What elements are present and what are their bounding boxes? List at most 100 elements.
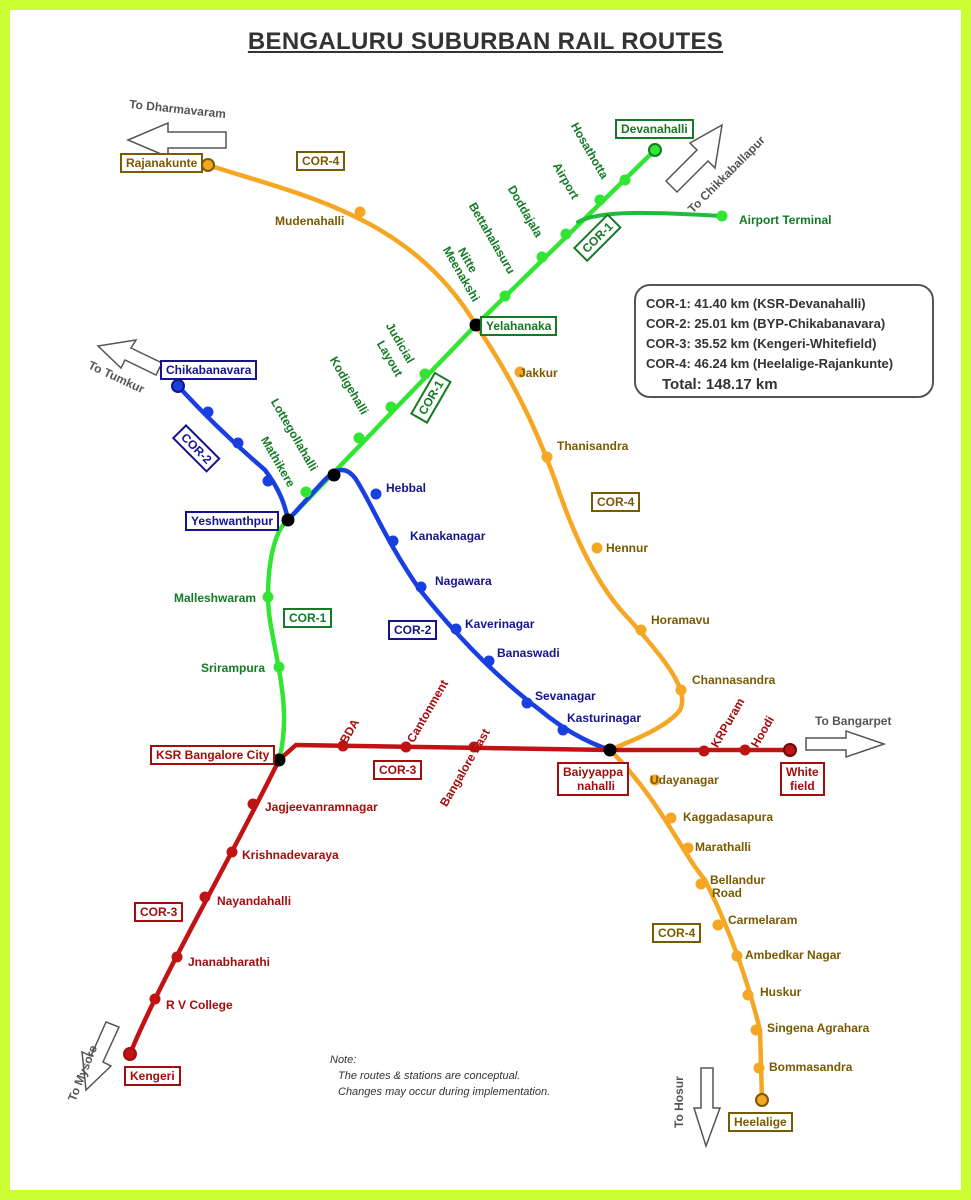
station-dot (514, 366, 526, 378)
station-dot (753, 1062, 765, 1074)
station-kaverinagar: Kaverinagar (465, 617, 535, 631)
page-title: BENGALURU SUBURBAN RAIL ROUTES (247, 28, 724, 55)
station-jagjeevanramnagar: Jagjeevanramnagar (265, 800, 378, 814)
station-dot (400, 741, 412, 753)
whitefield-line2: field (790, 779, 815, 793)
arrow-mysore-icon (81, 1021, 121, 1092)
arrow-dharmavaram-icon (126, 121, 227, 159)
station-dot (649, 774, 661, 786)
label-to-bangarpet: To Bangarpet (815, 714, 892, 728)
interchange-dot (469, 318, 483, 332)
station-kasturinagar: Kasturinagar (567, 711, 642, 725)
label-to-hosur: To Hosur (672, 1076, 686, 1128)
station-dots (123, 143, 797, 1107)
terminal-dot (648, 143, 662, 157)
station-singena-agrahara: Singena Agrahara (767, 1021, 870, 1035)
station-dot (712, 919, 724, 931)
station-dot (675, 684, 687, 696)
note-line2: Changes may occur during implementation. (338, 1086, 551, 1098)
station-dot (739, 744, 751, 756)
station-dot (262, 591, 274, 603)
station-dot (226, 846, 238, 858)
terminal-dot (755, 1093, 769, 1107)
station-dot (387, 535, 399, 547)
station-dot (483, 655, 495, 667)
station-channasandra: Channasandra (692, 673, 776, 687)
station-dot (232, 437, 244, 449)
station-dot (594, 194, 606, 206)
station-dot (536, 251, 548, 263)
station-mudenahalli: Mudenahalli (275, 214, 345, 228)
route-length-legend: COR-1: 41.40 km (KSR-Devanahalli) COR-2:… (634, 284, 934, 398)
station-sevanagar: Sevanagar (535, 689, 596, 703)
station-dot (337, 740, 349, 752)
station-kaggadasapura: Kaggadasapura (683, 810, 774, 824)
legend-total: Total: 148.17 km (662, 376, 778, 393)
station-dot (262, 475, 274, 487)
terminal-kengeri: Kengeri (124, 1066, 181, 1086)
terminal-rajanakunte: Rajanakunte (120, 153, 204, 173)
interchange-dot (272, 753, 286, 767)
legend-row-cor4: COR-4: 46.24 km (Heelalige-Rajankunte) (646, 356, 894, 371)
interchange-dot (281, 513, 295, 527)
station-dot (560, 228, 572, 240)
arrow-bangarpet-icon (805, 729, 887, 759)
terminal-dot (201, 158, 215, 172)
tag-cor1-low: COR-1 (283, 608, 333, 628)
station-dot (247, 798, 259, 810)
route-cor2 (175, 383, 613, 753)
station-carmelaram: Carmelaram (728, 913, 798, 927)
arrow-hosur-icon (692, 1067, 722, 1149)
tag-cor3-mid: COR-3 (373, 760, 423, 780)
station-rv-college: R V College (166, 998, 233, 1012)
station-dot (557, 724, 569, 736)
tag-cor4-right: COR-4 (591, 492, 641, 512)
station-dot (149, 993, 161, 1005)
terminal-dot (123, 1047, 137, 1061)
terminal-dot (783, 743, 797, 757)
legend-row-cor3: COR-3: 35.52 km (Kengeri-Whitefield) (646, 336, 877, 351)
interchange-dot (603, 743, 617, 757)
terminal-yeshwanthpur: Yeshwanthpur (185, 511, 280, 531)
station-dot (521, 697, 533, 709)
station-dot (731, 950, 743, 962)
station-bellandur-road: Road (712, 886, 742, 900)
station-dot (716, 210, 728, 222)
terminal-baiyyappanahalli: Baiyyappa nahalli (557, 762, 630, 796)
terminal-ksr-bangalore-city: KSR Bangalore City (150, 745, 276, 765)
station-hebbal: Hebbal (386, 481, 427, 495)
tag-cor4-low: COR-4 (652, 923, 702, 943)
station-dot (300, 486, 312, 498)
note-line1: The routes & stations are conceptual. (338, 1070, 521, 1082)
terminal-devanahalli: Devanahalli (615, 119, 694, 139)
station-dot (273, 661, 285, 673)
station-nayandahalli: Nayandahalli (217, 894, 292, 908)
station-horamavu: Horamavu (651, 613, 710, 627)
terminal-chikabanavara: Chikabanavara (160, 360, 258, 380)
station-dot (635, 624, 647, 636)
note: Note: The routes & stations are conceptu… (330, 1052, 550, 1100)
station-dot (698, 745, 710, 757)
station-dot (353, 432, 365, 444)
station-thanisandra: Thanisandra (557, 439, 629, 453)
station-dot (385, 401, 397, 413)
station-srirampura: Srirampura (201, 661, 266, 675)
station-marathalli: Marathalli (695, 840, 752, 854)
station-dot (742, 989, 754, 1001)
tag-cor3-low: COR-3 (134, 902, 184, 922)
station-hennur: Hennur (606, 541, 648, 555)
legend-row-cor1: COR-1: 41.40 km (KSR-Devanahalli) (646, 296, 866, 311)
station-dot (419, 368, 431, 380)
arrow-chikkaballapur-icon (664, 123, 723, 194)
station-dot (415, 581, 427, 593)
note-heading: Note: (330, 1054, 357, 1066)
station-airport-terminal: Airport Terminal (739, 213, 832, 227)
station-kanakanagar: Kanakanagar (410, 529, 486, 543)
station-dot (619, 174, 631, 186)
station-dot (450, 623, 462, 635)
station-dot (750, 1024, 762, 1036)
station-dot (171, 951, 183, 963)
tag-cor2-mid: COR-2 (388, 620, 438, 640)
station-dot (468, 741, 480, 753)
